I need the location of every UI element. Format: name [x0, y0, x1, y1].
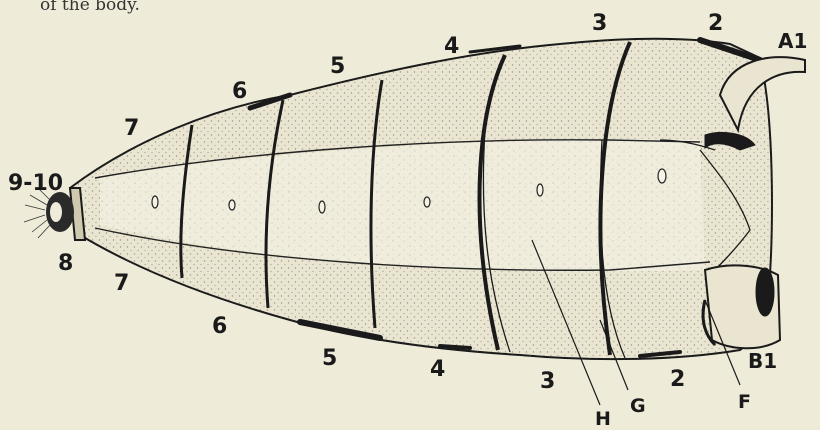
spiracle [537, 184, 543, 196]
part-label-g: G [630, 395, 646, 417]
part-label-h: H [595, 408, 611, 430]
segment-label-2-lower: 2 [670, 367, 685, 392]
segment-label-3-upper: 3 [592, 11, 607, 36]
caption-text: of the body. [40, 0, 140, 15]
segment-label-3-lower: 3 [540, 369, 555, 394]
spiracle [319, 201, 325, 213]
part-label-f: F [738, 391, 751, 413]
segment-label-7-lower: 7 [114, 271, 129, 296]
spiracle [152, 196, 158, 208]
segment-label-8-lower: 8 [58, 251, 73, 276]
segment-label-7-upper: 7 [124, 116, 139, 141]
segment-label-9-10: 9-10 [8, 171, 63, 196]
segment-label-6-upper: 6 [232, 79, 247, 104]
spiracle [424, 197, 430, 207]
segment-label-6-lower: 6 [212, 314, 227, 339]
segment-label-5-upper: 5 [330, 54, 345, 79]
spiracle [658, 169, 666, 183]
segment-label-4-lower: 4 [430, 357, 445, 382]
segment-label-5-lower: 5 [322, 346, 337, 371]
segment-label-2-upper: 2 [708, 11, 723, 36]
segment-label-b1: B1 [748, 349, 777, 373]
spiracle [229, 200, 235, 210]
segment-label-4-upper: 4 [444, 34, 459, 59]
segment-label-a1: A1 [778, 29, 807, 53]
